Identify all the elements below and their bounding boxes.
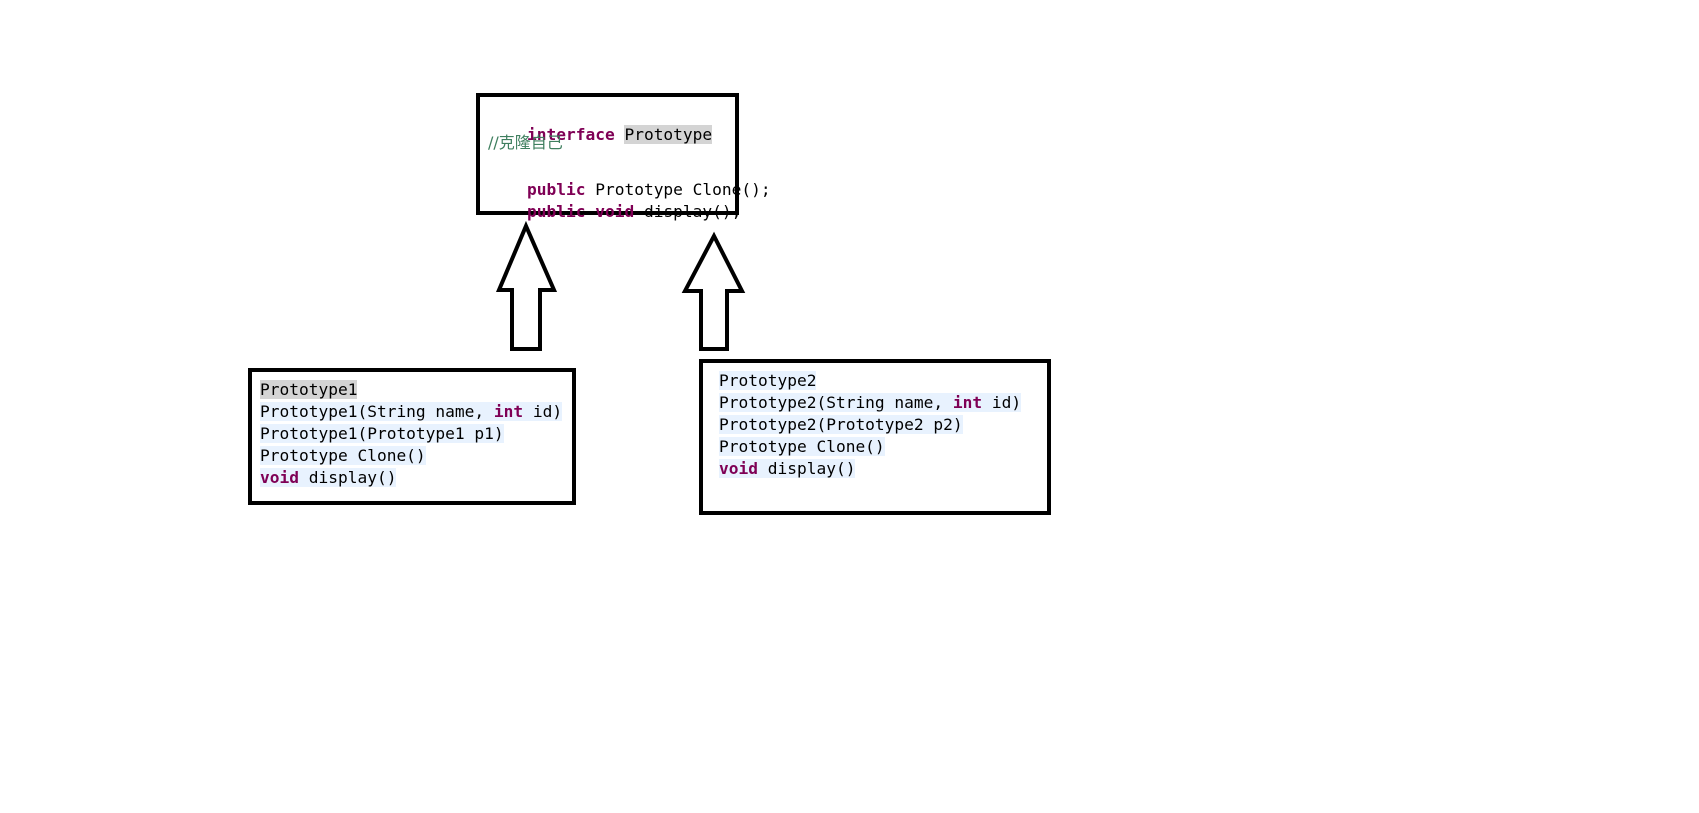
class2-ctor2-line: Prototype2(Prototype2 p2) <box>719 415 963 435</box>
class2-ctor2: Prototype2(Prototype2 p2) <box>719 415 963 434</box>
class1-ctor2-line: Prototype1(Prototype1 p1) <box>260 424 504 444</box>
void-keyword: void <box>595 202 635 221</box>
interface-declaration: interface Prototype <box>488 105 713 165</box>
class1-ctor1-line: Prototype1(String name, int id) <box>260 402 563 422</box>
implements-arrow-left <box>495 220 558 351</box>
class2-clone-line: Prototype Clone() <box>719 437 885 457</box>
display-signature: display(); <box>634 202 742 221</box>
class-prototype1-box: Prototype1 Prototype1(String name, int i… <box>248 368 576 505</box>
void-keyword: void <box>260 468 299 487</box>
interface-display-method: public void display(); <box>488 182 741 242</box>
class2-name-line: Prototype2 <box>719 371 817 391</box>
int-keyword: int <box>952 393 983 412</box>
interface-prototype-box: interface Prototype //克隆自己 public Protot… <box>476 93 771 221</box>
implements-arrow-right <box>681 231 746 351</box>
class2-name: Prototype2 <box>719 371 817 390</box>
class-prototype2-box: Prototype2 Prototype2(String name, int i… <box>699 359 1051 515</box>
interface-clone-method: public Prototype Clone(); <box>488 160 771 220</box>
class2-display-rest: display() <box>757 459 856 478</box>
void-keyword: void <box>719 459 758 478</box>
class1-clone-line: Prototype Clone() <box>260 446 426 466</box>
class2-display-line: void display() <box>719 459 856 479</box>
public-keyword: public <box>526 180 586 199</box>
interface-name: Prototype <box>624 125 713 144</box>
class1-name-line: Prototype1 <box>260 380 358 400</box>
class1-name: Prototype1 <box>260 380 358 399</box>
interface-keyword: interface <box>526 125 615 144</box>
class1-display-rest: display() <box>298 468 397 487</box>
class1-display-line: void display() <box>260 468 397 488</box>
class2-ctor1-end: id) <box>982 393 1022 412</box>
interface-comment: //克隆自己 <box>488 133 563 152</box>
class2-ctor1-start: Prototype2(String name, <box>719 393 953 412</box>
class1-clone: Prototype Clone() <box>260 446 426 465</box>
class1-ctor1-end: id) <box>523 402 563 421</box>
int-keyword: int <box>493 402 524 421</box>
class1-ctor2: Prototype1(Prototype1 p1) <box>260 424 504 443</box>
class1-ctor1-start: Prototype1(String name, <box>260 402 494 421</box>
class2-clone: Prototype Clone() <box>719 437 885 456</box>
public-keyword: public <box>526 202 586 221</box>
class2-ctor1-line: Prototype2(String name, int id) <box>719 393 1022 413</box>
clone-signature: Prototype Clone(); <box>585 180 771 199</box>
